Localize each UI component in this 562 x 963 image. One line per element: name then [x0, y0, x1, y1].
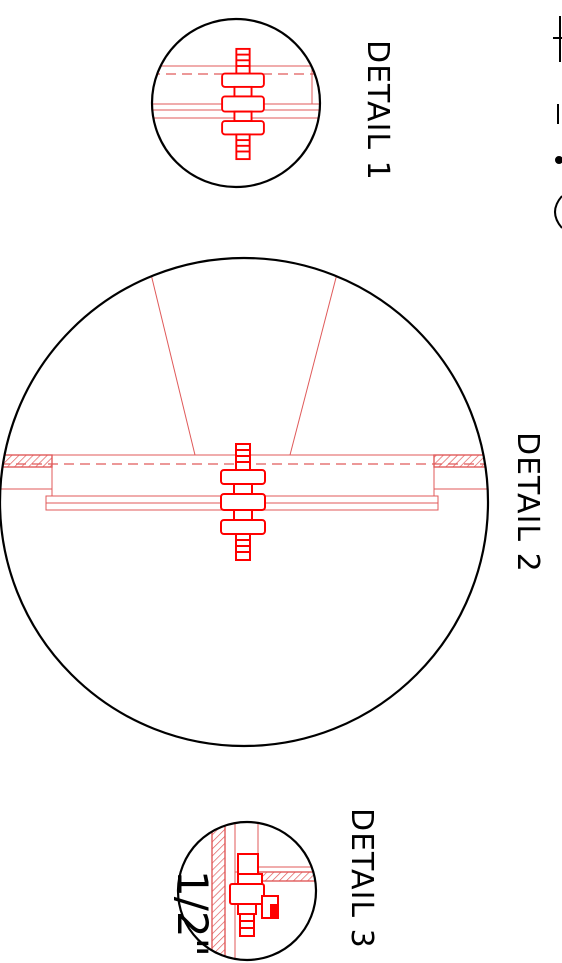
detail-2-view: [0, 256, 490, 748]
detail-1-view: [150, 17, 322, 189]
detail-3-label: DETAIL 3: [344, 808, 379, 949]
detail-2-label: DETAIL 2: [510, 432, 545, 573]
partial-title-fragment: [553, 16, 562, 229]
detail-1-label: DETAIL 1: [360, 40, 395, 181]
dimension-label: 1/2": [168, 870, 217, 957]
detail-3-view: 1/2": [168, 820, 318, 962]
